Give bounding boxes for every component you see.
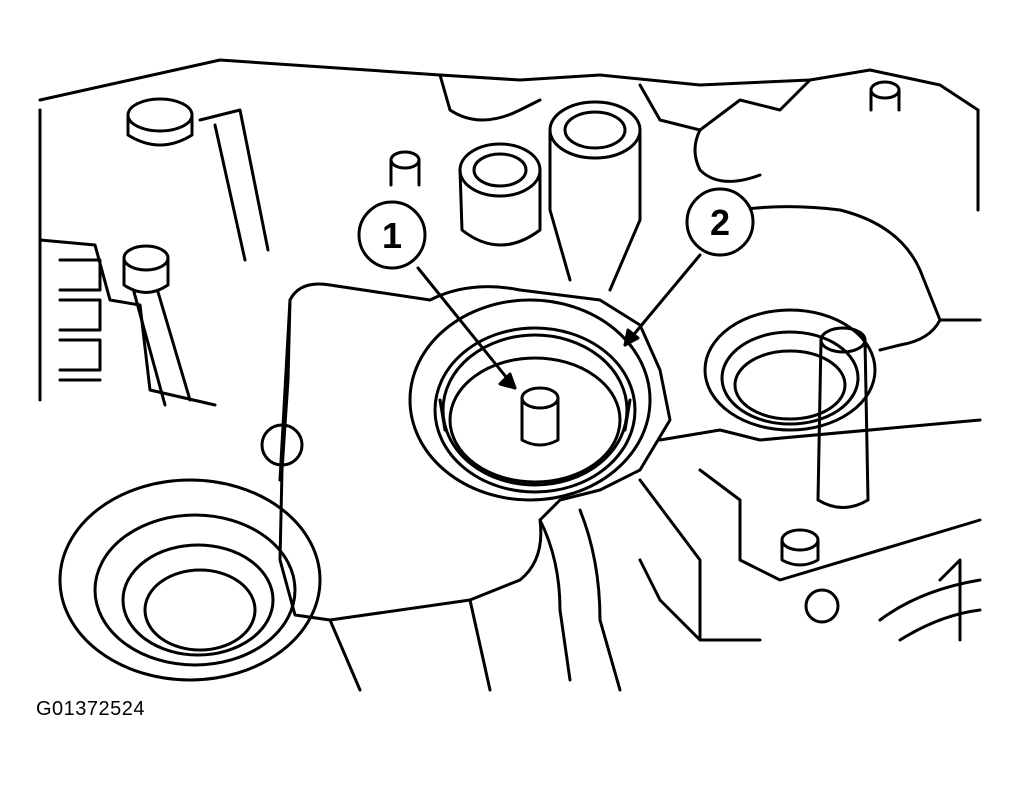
bore-outer-lip xyxy=(408,298,652,502)
cover-plate xyxy=(278,282,672,622)
o-ring-outer xyxy=(433,326,637,494)
lower-right-bolt xyxy=(780,528,820,552)
right-bore-outer xyxy=(703,308,877,432)
figure-code: G01372524 xyxy=(36,698,146,720)
right-plate-hole xyxy=(804,588,840,624)
callout-2-leader xyxy=(623,253,702,347)
left-bolt-head xyxy=(122,244,170,272)
lower-left-bore-outer xyxy=(58,478,322,682)
casting-top-edge xyxy=(38,58,980,112)
right-dowel-body xyxy=(816,338,870,509)
casting-left-frame xyxy=(38,108,217,407)
callout-1-arrowhead xyxy=(498,372,517,390)
center-pin-body xyxy=(520,396,560,447)
callout-2-arrowhead xyxy=(623,328,640,347)
center-pin-top xyxy=(520,386,560,410)
callout-1-leader xyxy=(416,266,517,390)
right-housing xyxy=(688,205,942,352)
tube-left-top xyxy=(458,142,542,198)
upper-left-boss xyxy=(126,97,194,133)
plate-hole xyxy=(260,423,304,467)
callout-1: 1 xyxy=(357,200,427,270)
callout-2-label: 2 xyxy=(710,202,730,243)
left-bolt-shank xyxy=(132,290,192,407)
callout-2: 2 xyxy=(685,187,755,257)
callout-1-label: 1 xyxy=(382,215,402,256)
bore-floor xyxy=(448,356,622,484)
